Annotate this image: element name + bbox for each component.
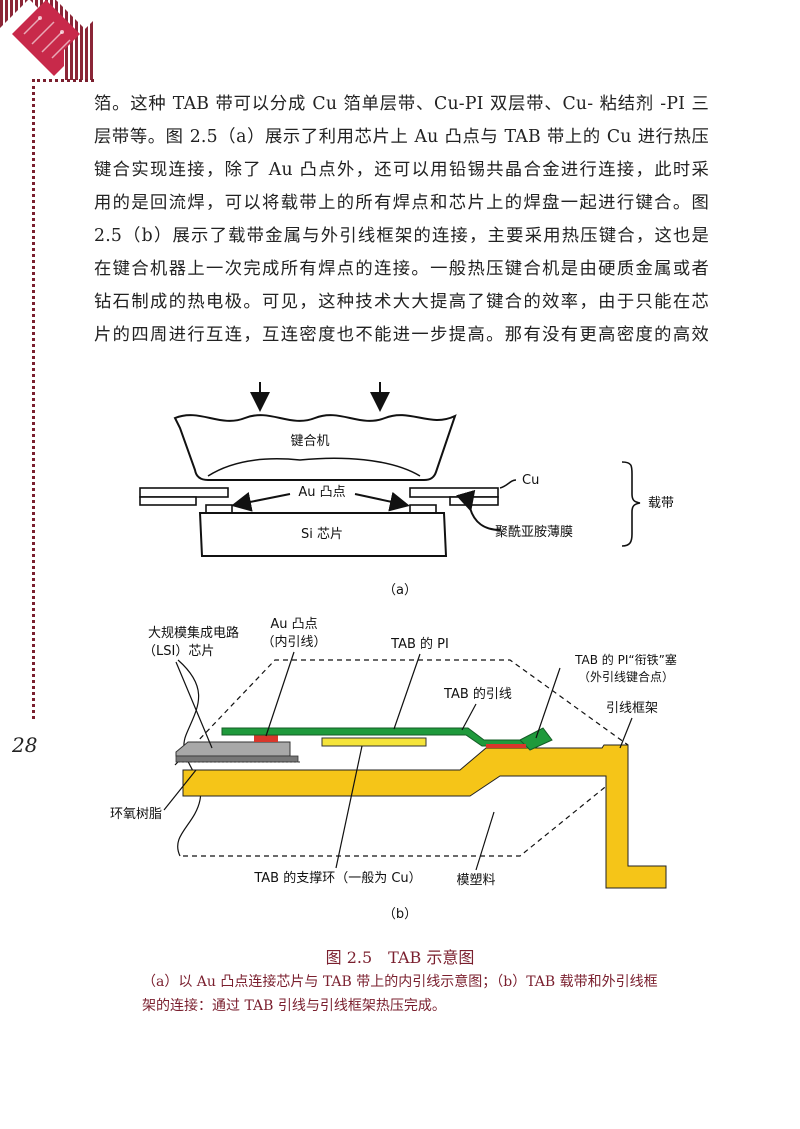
epoxy-label: 环氧树脂: [110, 807, 162, 822]
support-ring: [321, 737, 427, 747]
au-bump-b: [254, 734, 278, 742]
lead-label: TAB 的引线: [443, 686, 512, 702]
tab-lead-right: [409, 487, 499, 498]
paragraph-line: 在键合机器上一次完成所有焊点的连接。一般热压键合机是由硬质金属或者: [94, 259, 709, 279]
cu-label: Cu: [522, 473, 539, 488]
tab-lead-left: [139, 487, 229, 498]
pi-label: TAB 的 PI: [390, 636, 449, 652]
ring-label: TAB 的支撑环（一般为 Cu）: [253, 870, 421, 886]
paragraph-line: 钻石制成的热电极。可见，这种技术大大提高了键合的效率，由于只能在芯: [94, 292, 709, 312]
si-chip: [198, 512, 448, 557]
paragraph-line: 键合实现连接，除了 Au 凸点外，还可以用铅锡共晶合金进行连接，此时采: [94, 160, 709, 180]
lsi-label-1: 大规模集成电路: [148, 625, 239, 641]
carrier-label: 载带: [648, 496, 674, 511]
body-paragraph: 箔。这种 TAB 带可以分成 Cu 箔单层带、Cu-PI 双层带、Cu- 粘结剂…: [94, 88, 709, 352]
film-label: 聚酰亚胺薄膜: [495, 525, 573, 540]
frame-label: 引线框架: [606, 701, 658, 716]
au-bump: [409, 504, 437, 514]
bump-label: Au 凸点: [298, 485, 345, 500]
paragraph-line: 片的四周进行互连，互连密度也不能进一步提高。那有没有更高密度的高效: [94, 325, 709, 345]
paragraph-line: 用的是回流焊，可以将载带上的所有焊点和芯片上的焊盘一起进行键合。图: [94, 193, 709, 213]
figure-b-diagram: 大规模集成电路 （LSI）芯片 Au 凸点 （内引线） TAB 的 PI TAB…: [110, 617, 677, 922]
margin-dotted-line: [32, 79, 35, 719]
carrier-brace: [621, 461, 641, 547]
margin-dotted-line-top: [32, 79, 94, 82]
paragraph-line: 2.5（b）展示了载带金属与外引线框架的连接，主要采用热压键合，这也是: [94, 226, 709, 246]
lsi-chip: [175, 741, 291, 757]
mold-outline: [174, 659, 629, 766]
paragraph-line: 箔。这种 TAB 带可以分成 Cu 箔单层带、Cu-PI 双层带、Cu- 粘结剂…: [94, 94, 709, 114]
figure-a-diagram: 键合机 Si 芯片 Au 凸点 Cu 聚酰亚胺薄膜 载带 （a）: [139, 382, 674, 598]
paragraph-line: 层带等。图 2.5（a）展示了利用芯片上 Au 凸点与 TAB 带上的 Cu 进…: [94, 127, 709, 147]
figure-caption: 图 2.5 TAB 示意图: [325, 948, 475, 967]
bonder-label: 键合机: [290, 434, 329, 449]
figure-b-sub: （b）: [383, 907, 417, 922]
bump-label-2: （内引线）: [261, 634, 326, 650]
armature-label-1: TAB 的 PI“衔铁”塞: [574, 652, 677, 667]
page-number: 28: [12, 733, 38, 757]
figure-a-sub: （a）: [383, 583, 417, 598]
lead-frame: [182, 744, 667, 889]
chip-label: Si 芯片: [301, 527, 343, 542]
au-bump: [205, 504, 233, 514]
armature-label-2: （外引线键合点）: [578, 669, 674, 684]
figure-note: （a）以 Au 凸点连接芯片与 TAB 带上的内引线示意图；（b）TAB 载带和…: [142, 974, 658, 1014]
lsi-label-2: （LSI）芯片: [143, 644, 214, 659]
cut-line: [177, 659, 202, 857]
corner-decoration: [0, 0, 94, 80]
mold-label: 模塑料: [456, 873, 495, 888]
bump-label-1: Au 凸点: [270, 617, 317, 632]
pi-armature: [519, 727, 553, 751]
